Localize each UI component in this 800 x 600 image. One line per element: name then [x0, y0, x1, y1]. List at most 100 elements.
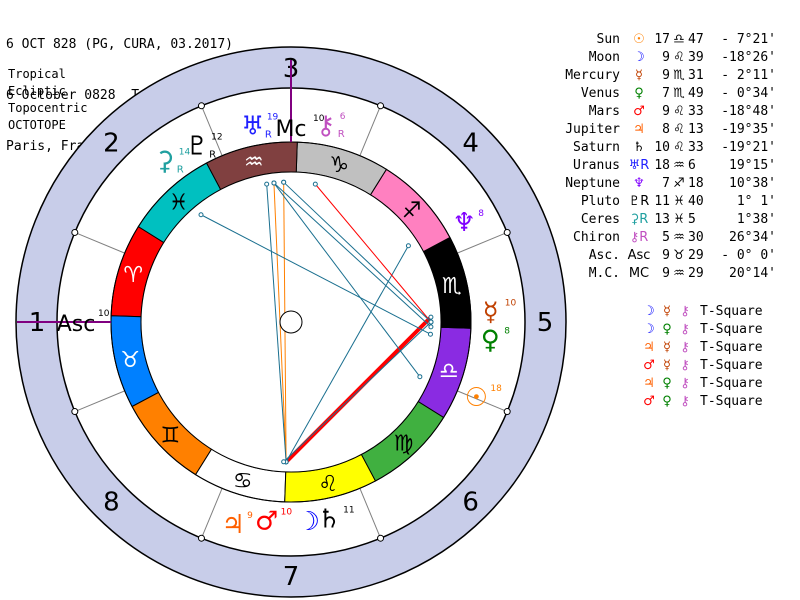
position-row: Mercury☿9♏31- 2°11' [540, 67, 776, 85]
position-degree: 9 [662, 104, 670, 119]
planet-glyph-icon: Mc [275, 117, 306, 142]
position-symbol-icon: ♄ [633, 140, 645, 155]
planet-glyph-group: Mc 10 [275, 114, 324, 142]
planet-glyph-group: ♅19R [241, 112, 278, 142]
house-cusp-marker [377, 534, 385, 542]
position-latitude: -19°21' [721, 140, 776, 155]
house-cusp-line [457, 390, 508, 413]
position-latitude: -18°26' [721, 50, 776, 65]
aspect-planet-icon: ☽ [643, 304, 655, 319]
planet-glyph-icon: ♅ [241, 112, 264, 142]
planet-glyph-icon: ♇ [185, 131, 208, 161]
zodiac-sign-glyph: ♓ [169, 190, 189, 215]
house-cusp-line [200, 488, 223, 539]
aspect-pattern-row: ☽♀⚷T-Square [640, 321, 763, 339]
planet-glyph-icon: ☽ [297, 507, 320, 537]
aspect-endpoint [405, 243, 411, 249]
planet-glyph-icon: ♂ [255, 507, 278, 537]
aspect-line [284, 315, 433, 464]
position-degree: 10 [654, 140, 670, 155]
aspect-planet-icon: ♀ [662, 376, 672, 391]
planet-retrograde-label: R [177, 164, 184, 175]
position-name: Saturn [573, 140, 620, 155]
house-cusp-marker [503, 408, 511, 416]
setting-house-system: OCTOTOPE [8, 118, 66, 132]
aspect-endpoint [417, 374, 423, 380]
planet-glyph-group: ⚳14R [155, 146, 190, 176]
position-name: M.C. [588, 266, 620, 281]
setting-center: Topocentric [8, 101, 88, 115]
position-sign-icon: ♏ [673, 68, 685, 83]
aspect-planet-icon: ⚷ [680, 358, 690, 373]
aspect-pattern-row: ♃♀⚷T-Square [640, 375, 762, 393]
aspect-endpoint [428, 324, 434, 330]
house-cusp-line [457, 231, 508, 254]
planet-degree-label: 18 [490, 384, 502, 394]
planet-glyph-group: ♆8 [453, 208, 485, 238]
position-sign-icon: ♌ [673, 140, 685, 155]
planet-retrograde-label: R [338, 129, 345, 140]
position-latitude: - 7°21' [721, 32, 776, 47]
aspect-endpoint [312, 181, 318, 187]
position-minute: 47 [688, 32, 704, 47]
aspect-planet-icon: ♃ [643, 340, 655, 355]
planet-glyph-icon: ♀ [481, 325, 500, 355]
position-symbol-icon: ♆ [633, 176, 645, 191]
position-latitude: - 0° 0' [721, 248, 776, 263]
aspect-pattern-name: T-Square [700, 304, 763, 319]
house-cusp-marker [197, 534, 205, 542]
planet-positions-table: Sun☉17♎47- 7°21'Moon☽9♌39-18°26'Mercury☿… [540, 31, 776, 283]
aspect-endpoint [427, 331, 433, 337]
earth-center [279, 310, 303, 334]
aspect-pattern-row: ♂♀⚷T-Square [640, 393, 762, 411]
house-cusp-marker [503, 228, 511, 236]
position-latitude: - 0°34' [721, 86, 776, 101]
position-symbol-icon: ♃ [633, 122, 645, 137]
aspect-planet-icon: ♀ [662, 394, 672, 409]
position-minute: 30 [688, 230, 704, 245]
position-minute: 29 [688, 266, 704, 281]
position-name: Sun [596, 32, 620, 47]
aspect-planet-icon: ♂ [643, 394, 655, 409]
zodiac-sign-glyph: ♊ [160, 424, 180, 449]
aspect-planet-icon: ⚷ [680, 340, 690, 355]
zodiac-sign-glyph: ♏ [442, 274, 462, 299]
planet-glyph-icon: ⚳ [155, 146, 174, 176]
position-degree: 5 [662, 230, 670, 245]
position-latitude: 1°38' [736, 212, 776, 227]
position-name: Chiron [573, 230, 620, 245]
house-cusp-marker [377, 102, 385, 110]
position-degree: 11 [654, 194, 670, 209]
position-name: Venus [580, 86, 620, 101]
position-name: Mars [588, 104, 620, 119]
aspect-planet-icon: ⚷ [680, 376, 690, 391]
position-minute: 6 [688, 158, 696, 173]
planet-degree-label: 10 [313, 114, 325, 124]
planet-glyph-group: ⚷6R [316, 111, 346, 141]
aspect-pattern-name: T-Square [700, 358, 763, 373]
position-degree: 7 [662, 176, 670, 191]
position-symbol-icon: Asc [627, 248, 651, 263]
position-minute: 49 [688, 86, 704, 101]
aspect-pattern-name: T-Square [700, 322, 763, 337]
position-minute: 13 [688, 122, 704, 137]
aspect-line [314, 183, 432, 323]
position-symbol-icon: ⚷R [629, 230, 649, 245]
aspect-planet-icon: ⚷ [680, 394, 690, 409]
position-minute: 39 [688, 50, 704, 65]
position-minute: 40 [688, 194, 704, 209]
position-sign-icon: ♎ [673, 32, 685, 47]
planet-glyph-group: ♂10 [255, 507, 292, 537]
aspect-pattern-row: ♃☿⚷T-Square [640, 339, 762, 357]
aspect-line [273, 182, 432, 328]
position-row: Venus♀7♏49- 0°34' [540, 85, 776, 103]
position-degree: 9 [662, 68, 670, 83]
position-sign-icon: ♒ [673, 230, 685, 245]
position-name: Jupiter [565, 122, 620, 137]
house-number-2: 2 [103, 128, 120, 158]
house-cusp-line [200, 105, 223, 156]
